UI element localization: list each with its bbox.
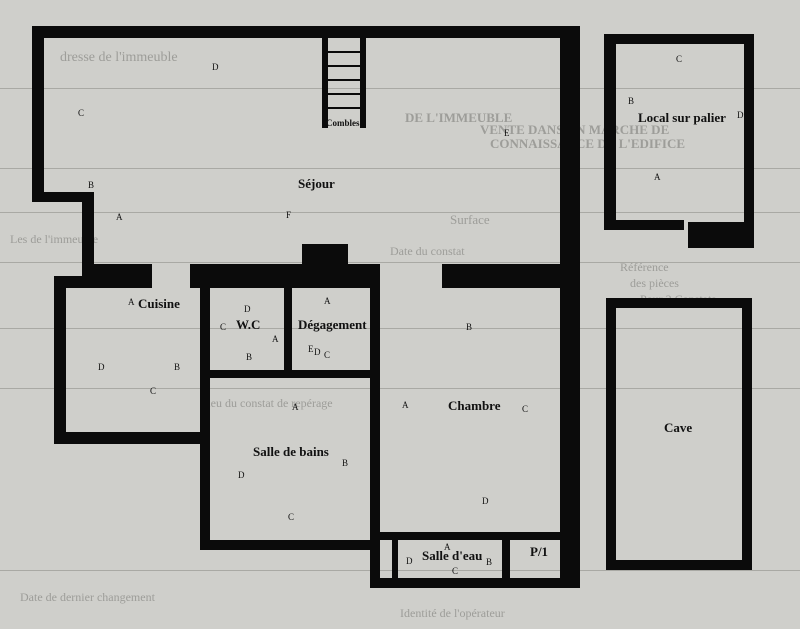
wall-letter: A bbox=[402, 400, 409, 410]
stairs-label: Combles bbox=[326, 118, 360, 128]
bg-text: Les de l'immeuble bbox=[10, 232, 99, 246]
cave-walls bbox=[606, 298, 752, 570]
room-label-cave: Cave bbox=[664, 420, 692, 435]
apartment-walls bbox=[32, 26, 580, 588]
room-label-cuisine: Cuisine bbox=[138, 296, 180, 311]
wall-letter: B bbox=[246, 352, 252, 362]
wall-letter: A bbox=[444, 542, 451, 552]
wall-letter: D bbox=[244, 304, 251, 314]
wall-letter: A bbox=[128, 297, 135, 307]
wall-letter: D bbox=[314, 347, 321, 357]
wall-letter: D bbox=[212, 62, 219, 72]
room-label-salle-eau: Salle d'eau bbox=[422, 548, 482, 563]
wall-letter: B bbox=[88, 180, 94, 190]
local-sur-palier-walls bbox=[604, 34, 754, 248]
wall-letter: B bbox=[342, 458, 348, 468]
room-label-local-sur-palier: Local sur palier bbox=[638, 110, 726, 125]
wall-letter: C bbox=[78, 108, 84, 118]
wall-letter: F bbox=[286, 210, 291, 220]
bg-text: CONNAISSANCE DE L'EDIFICE bbox=[490, 136, 686, 151]
wall-letter: A bbox=[654, 172, 661, 182]
bg-text: des pièces bbox=[630, 276, 679, 290]
wall-letter: E bbox=[308, 344, 314, 354]
stairs bbox=[328, 51, 360, 109]
bg-text: DE L'IMMEUBLE bbox=[405, 110, 513, 125]
wall-letter: B bbox=[486, 557, 492, 567]
bg-text: dresse de l'immeuble bbox=[60, 50, 178, 65]
wall-letter: C bbox=[220, 322, 226, 332]
room-label-sejour: Séjour bbox=[298, 176, 335, 191]
wall-letter: D bbox=[482, 496, 489, 506]
wall-letter: B bbox=[174, 362, 180, 372]
wall-letter: D bbox=[98, 362, 105, 372]
wall-letter: C bbox=[452, 566, 458, 576]
wall-letter: A bbox=[324, 296, 331, 306]
wall-letter: E bbox=[504, 128, 510, 138]
bg-text: Identité de l'opérateur bbox=[400, 606, 505, 620]
bg-text: Lieu du constat de repérage bbox=[200, 396, 333, 410]
wall-letter: B bbox=[466, 322, 472, 332]
wall-letter: A bbox=[272, 334, 279, 344]
wall-letter: B bbox=[628, 96, 634, 106]
wall-letter: A bbox=[116, 212, 123, 222]
bg-text: Date du constat bbox=[390, 244, 465, 258]
wall-letter: D bbox=[238, 470, 245, 480]
room-label-degagement: Dégagement bbox=[298, 317, 367, 332]
wall-letter: D bbox=[737, 110, 744, 120]
wall-letter: D bbox=[406, 556, 413, 566]
wall-letter: A bbox=[292, 402, 299, 412]
room-label-wc: W.C bbox=[236, 317, 260, 332]
wall-letter: C bbox=[676, 54, 682, 64]
bg-text: Surface bbox=[450, 212, 490, 227]
room-label-salle-de-bains: Salle de bains bbox=[253, 444, 329, 459]
wall-letter: C bbox=[522, 404, 528, 414]
bg-text: Référence bbox=[620, 260, 669, 274]
room-label-chambre: Chambre bbox=[448, 398, 501, 413]
wall-letter: C bbox=[150, 386, 156, 396]
bg-text: Date de dernier changement bbox=[20, 590, 155, 604]
room-label-p1: P/1 bbox=[530, 544, 548, 559]
wall-letter: C bbox=[324, 350, 330, 360]
door-opening bbox=[152, 276, 190, 296]
wall-letter: C bbox=[288, 512, 294, 522]
